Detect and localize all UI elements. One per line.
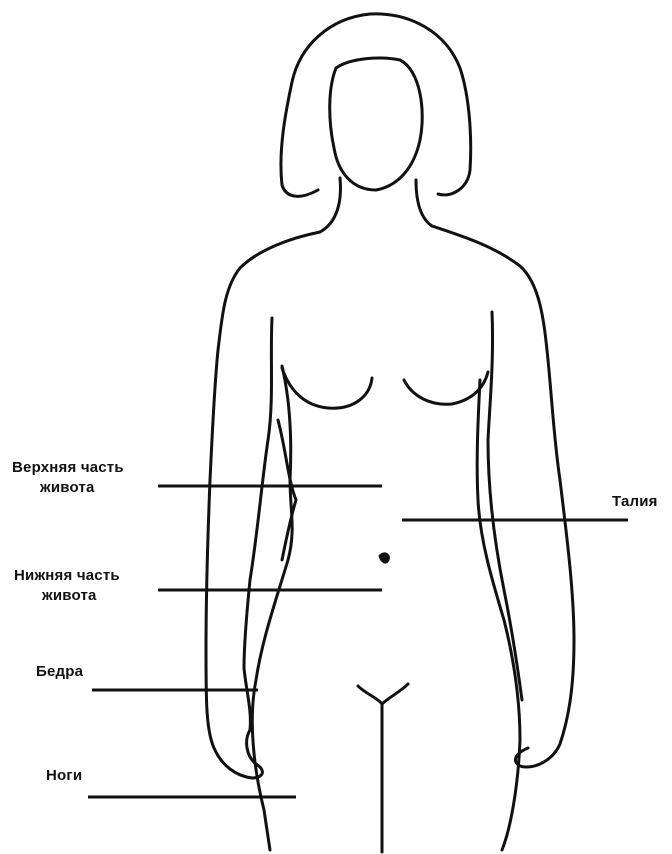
waist-label: Талия bbox=[612, 492, 658, 512]
hair-outline bbox=[281, 14, 471, 195]
upper-abdomen-label-line1: Верхняя часть bbox=[12, 458, 124, 478]
neck-right bbox=[416, 180, 432, 226]
left-waist-inner bbox=[278, 420, 296, 560]
left-arm-outer bbox=[206, 232, 320, 778]
right-arm-outer bbox=[432, 226, 574, 767]
waist-label-text: Талия bbox=[612, 492, 658, 512]
navel bbox=[380, 554, 388, 562]
hair-left-lower bbox=[282, 185, 318, 196]
breast-right bbox=[404, 372, 488, 404]
breast-left bbox=[282, 368, 372, 408]
lower-abdomen-label-line1: Нижняя часть bbox=[14, 566, 120, 586]
face-outline bbox=[330, 58, 422, 190]
lower-abdomen-label-line2: живота bbox=[14, 586, 120, 606]
left-torso-side bbox=[252, 366, 292, 850]
hips-label: Бедра bbox=[36, 662, 83, 682]
lower-abdomen-label: Нижняя часть живота bbox=[14, 566, 120, 606]
legs-label-text: Ноги bbox=[46, 766, 82, 786]
hips-label-text: Бедра bbox=[36, 662, 83, 682]
right-torso-side bbox=[477, 380, 520, 850]
neck-left bbox=[320, 178, 340, 232]
crotch bbox=[358, 684, 408, 704]
right-arm-inner bbox=[488, 312, 522, 700]
legs-label: Ноги bbox=[46, 766, 82, 786]
upper-abdomen-label-line2: живота bbox=[12, 478, 124, 498]
upper-abdomen-label: Верхняя часть живота bbox=[12, 458, 124, 498]
